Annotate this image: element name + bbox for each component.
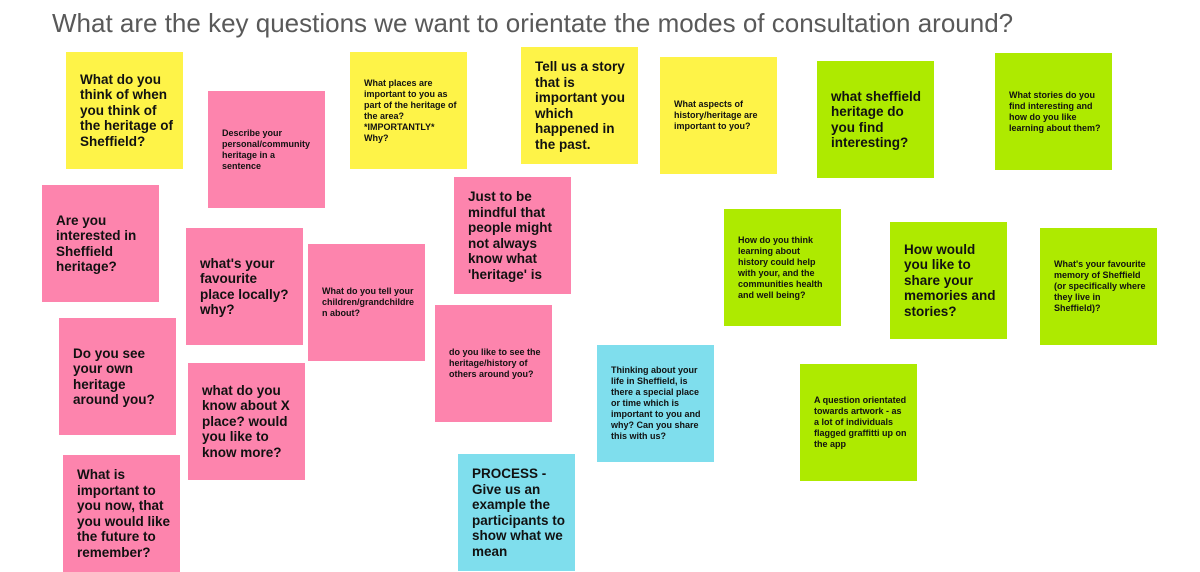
note-text: What aspects of history/heritage are imp…: [674, 99, 758, 131]
note-text: what's your favourite place locally? why…: [200, 255, 289, 318]
page-title: What are the key questions we want to or…: [52, 8, 1014, 38]
note-text: what do you know about X place? would yo…: [202, 382, 290, 460]
sticky-note-pink[interactable]: What do you tell your children/grandchil…: [308, 244, 425, 361]
sticky-note-yellow[interactable]: What aspects of history/heritage are imp…: [660, 57, 777, 174]
sticky-note-pink[interactable]: Describe your personal/community heritag…: [208, 91, 325, 208]
note-text: Are you interested in Sheffield heritage…: [56, 212, 137, 275]
sticky-note-green[interactable]: What stories do you find interesting and…: [995, 53, 1112, 170]
note-text: do you like to see the heritage/history …: [449, 347, 541, 379]
note-text: Describe your personal/community heritag…: [222, 127, 311, 171]
sticky-note-pink[interactable]: Do you see your own heritage around you?: [59, 318, 176, 435]
sticky-note-green[interactable]: what sheffield heritage do you find inte…: [817, 61, 934, 178]
note-text: How do you think learning about history …: [738, 234, 823, 300]
sticky-note-pink[interactable]: do you like to see the heritage/history …: [435, 305, 552, 422]
note-text: Just to be mindful that people might not…: [468, 189, 552, 282]
sticky-note-yellow[interactable]: What do you think of when you think of t…: [66, 52, 183, 169]
sticky-note-pink[interactable]: Just to be mindful that people might not…: [454, 177, 571, 294]
note-text: What is important to you now, that you w…: [77, 467, 171, 560]
sticky-note-cyan[interactable]: Thinking about your life in Sheffield, i…: [597, 345, 714, 462]
sticky-note-green[interactable]: How do you think learning about history …: [724, 209, 841, 326]
sticky-note-pink[interactable]: What is important to you now, that you w…: [63, 455, 180, 572]
note-text: A question orientated towards artwork - …: [814, 395, 907, 449]
note-text: what sheffield heritage do you find inte…: [831, 88, 922, 151]
sticky-note-green[interactable]: A question orientated towards artwork - …: [800, 364, 917, 481]
note-text: How would you like to share your memorie…: [904, 241, 996, 319]
sticky-note-cyan[interactable]: PROCESS - Give us an example the partici…: [458, 454, 575, 571]
note-text: Do you see your own heritage around you?: [73, 345, 155, 408]
note-text: What do you think of when you think of t…: [80, 71, 174, 149]
sticky-note-green[interactable]: What's your favourite memory of Sheffiel…: [1040, 228, 1157, 345]
sticky-note-yellow[interactable]: What places are important to you as part…: [350, 52, 467, 169]
sticky-note-yellow[interactable]: Tell us a story that is important you wh…: [521, 47, 638, 164]
note-text: Thinking about your life in Sheffield, i…: [611, 365, 701, 441]
sticky-note-pink[interactable]: what do you know about X place? would yo…: [188, 363, 305, 480]
note-text: What's your favourite memory of Sheffiel…: [1054, 259, 1146, 313]
note-text: What do you tell your children/grandchil…: [322, 286, 415, 318]
note-text: What places are important to you as part…: [364, 77, 457, 143]
sticky-note-pink[interactable]: Are you interested in Sheffield heritage…: [42, 185, 159, 302]
note-text: What stories do you find interesting and…: [1009, 89, 1101, 133]
sticky-note-green[interactable]: How would you like to share your memorie…: [890, 222, 1007, 339]
sticky-note-pink[interactable]: what's your favourite place locally? why…: [186, 228, 303, 345]
note-text: PROCESS - Give us an example the partici…: [472, 466, 566, 559]
note-text: Tell us a story that is important you wh…: [535, 59, 625, 152]
